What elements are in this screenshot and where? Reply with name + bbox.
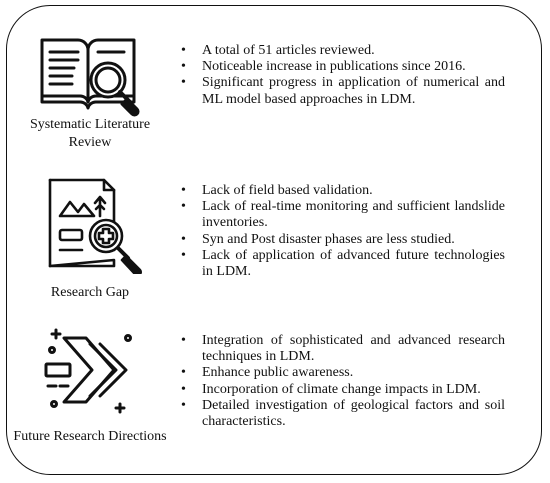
points-list: Lack of field based validation. Lack of … <box>180 183 505 280</box>
book-magnifier-icon <box>40 38 140 117</box>
list-item: Lack of field based validation. <box>180 183 505 199</box>
section-label: Systematic Literature Review <box>29 117 151 150</box>
report-magnifier-icon <box>48 178 142 274</box>
list-item: Detailed investigation of geological fac… <box>180 398 505 430</box>
list-item: Lack of application of advanced future t… <box>180 248 505 280</box>
points-list: Integration of sophisticated and advance… <box>180 333 505 430</box>
section-label: Future Research Directions <box>13 429 167 444</box>
list-item: Incorporation of climate change impacts … <box>180 382 505 398</box>
forward-chevrons-icon <box>44 328 132 414</box>
list-item: Significant progress in application of n… <box>180 75 505 107</box>
section-label: Research Gap <box>50 285 130 300</box>
points-list: A total of 51 articles reviewed. Noticea… <box>180 43 505 108</box>
list-item: Integration of sophisticated and advance… <box>180 333 505 365</box>
outer-rounded-frame <box>6 5 542 475</box>
list-item: Lack of real-time monitoring and suffici… <box>180 199 505 231</box>
list-item: Noticeable increase in publications sinc… <box>180 59 505 75</box>
list-item: Syn and Post disaster phases are less st… <box>180 232 505 248</box>
list-item: A total of 51 articles reviewed. <box>180 43 505 59</box>
list-item: Enhance public awareness. <box>180 365 505 381</box>
